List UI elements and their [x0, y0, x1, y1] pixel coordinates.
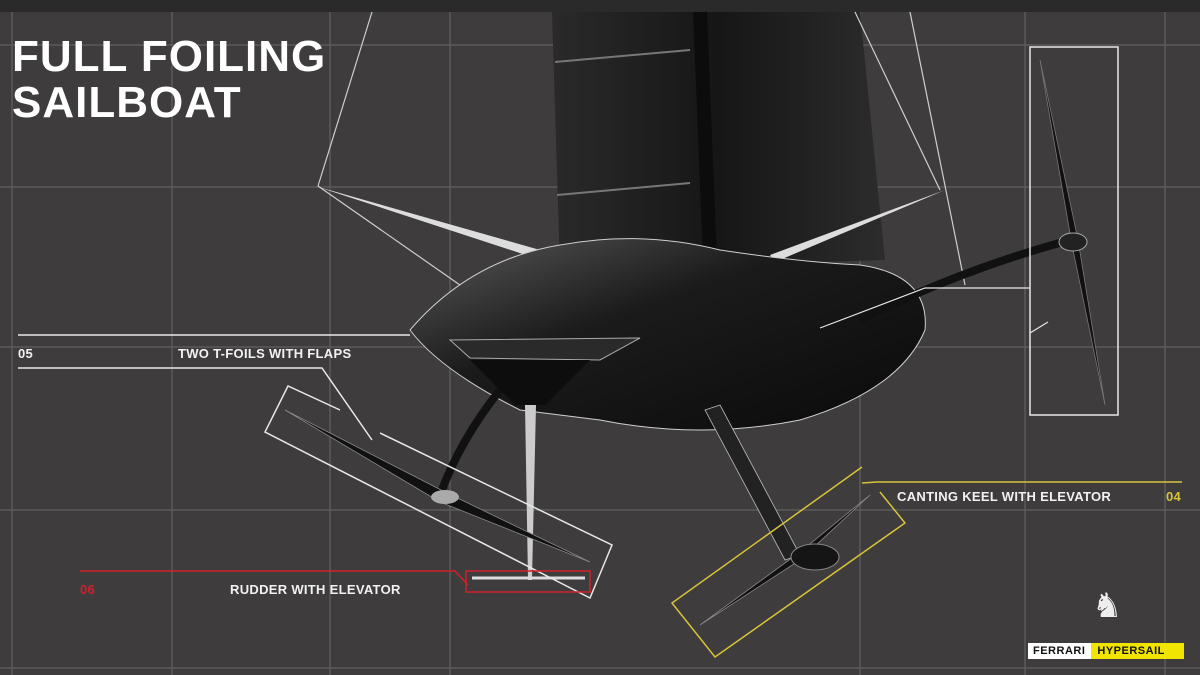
keel-elevator	[699, 494, 871, 626]
callout-06-lines	[80, 570, 591, 593]
callout-04-number: 04	[1166, 489, 1182, 504]
callout-06-number: 06	[80, 582, 96, 597]
callout-05-label: TWO T-FOILS WITH FLAPS	[178, 346, 352, 361]
logo-brand: FERRARI	[1028, 643, 1092, 659]
top-bar	[0, 0, 1200, 12]
title-line-1: FULL FOILING	[12, 32, 327, 81]
page-title: FULL FOILING SAILBOAT	[12, 34, 326, 126]
left-t-foil	[284, 409, 591, 563]
rudder	[525, 405, 536, 580]
callout-04-label: CANTING KEEL WITH ELEVATOR	[897, 489, 1112, 504]
title-line-2: SAILBOAT	[12, 78, 242, 127]
ferrari-hypersail-logo: FERRARI HYPERSAIL	[1028, 643, 1184, 659]
callout-05-number: 05	[18, 346, 34, 361]
callout-05-lines	[18, 334, 613, 600]
wing-sail	[552, 12, 885, 270]
raised-t-foil	[1039, 59, 1106, 406]
callout-04-lines	[670, 466, 1182, 659]
logo-product: HYPERSAIL	[1091, 643, 1184, 659]
prancing-horse-icon: ♞	[1092, 587, 1123, 625]
callout-06-label: RUDDER WITH ELEVATOR	[230, 582, 401, 597]
